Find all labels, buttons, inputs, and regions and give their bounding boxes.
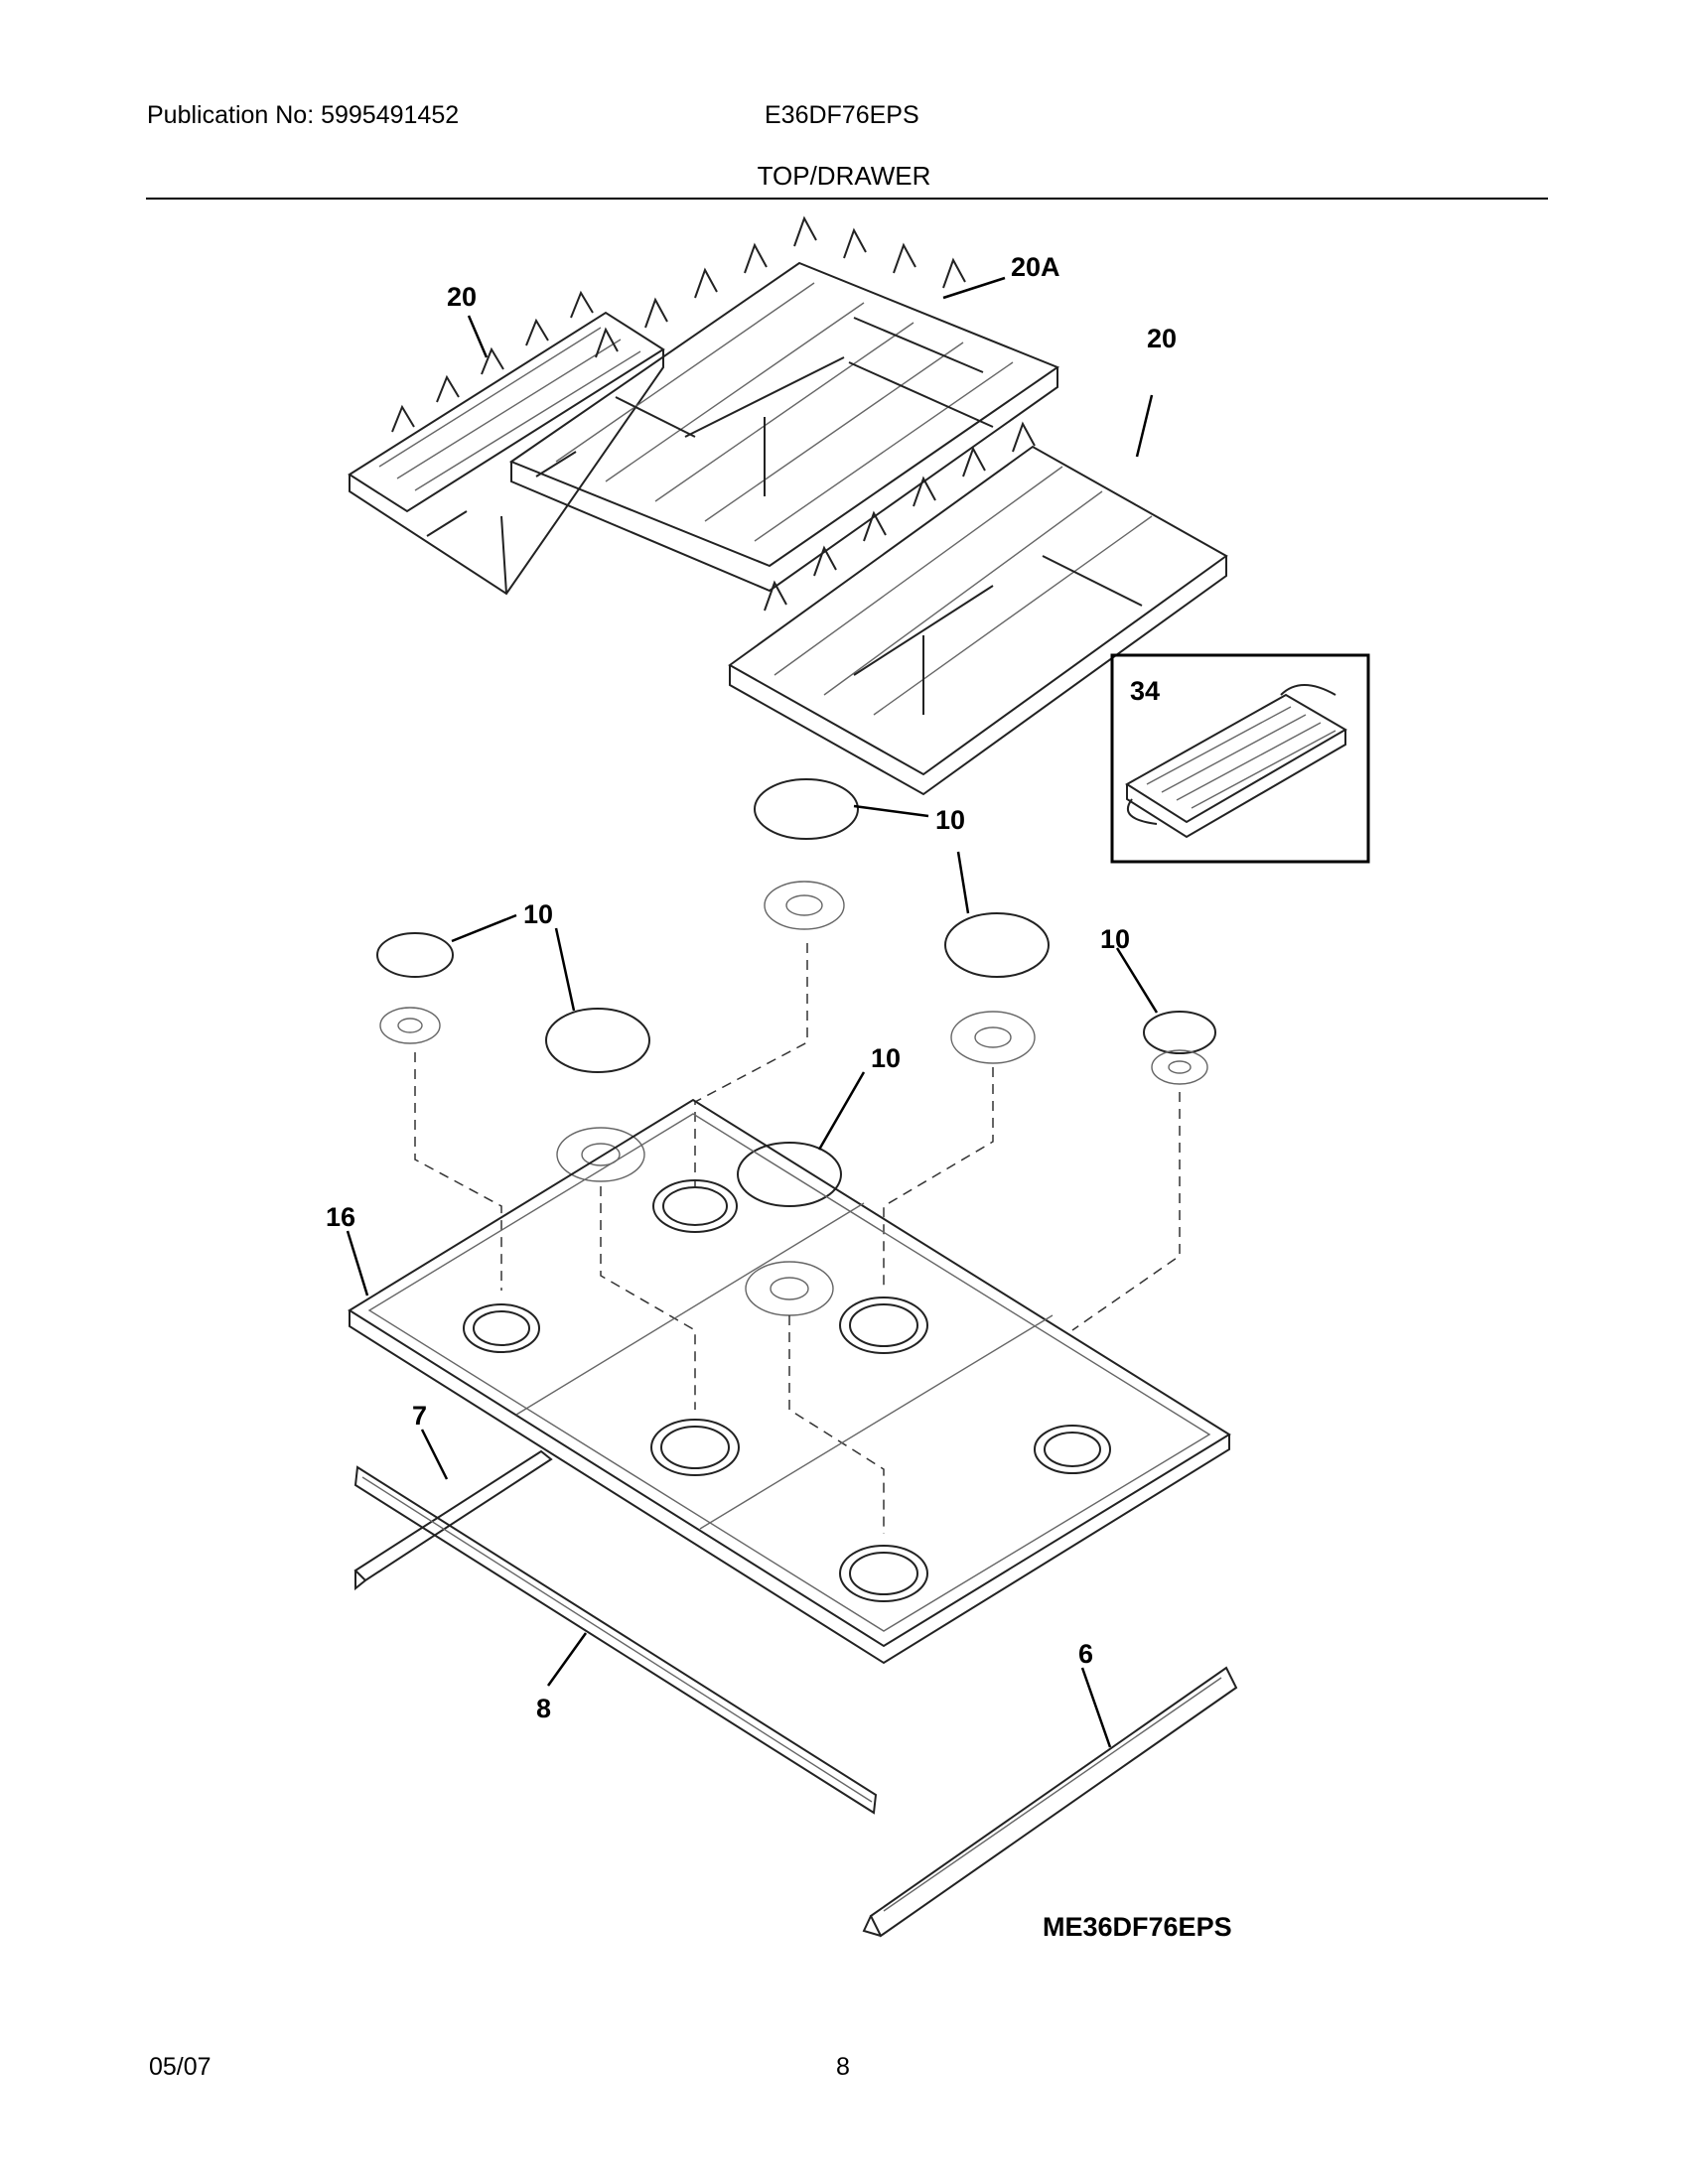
leader-lines	[346, 276, 1159, 1748]
burner-heads	[379, 881, 1208, 1316]
right-side-rail	[862, 1666, 1238, 1938]
callout-labels: 20 20A 20 34 10 10 10 10 16 7 8 6 ME36DF…	[326, 252, 1232, 1942]
callout-cooktop: 16	[326, 1202, 355, 1232]
page-number: 8	[836, 2053, 850, 2081]
callout-cap-d: 10	[871, 1043, 901, 1073]
callout-cap-a: 10	[935, 805, 965, 835]
publication-number: Publication No: 5995491452	[147, 101, 460, 129]
grate-center	[508, 215, 1060, 593]
header-divider	[146, 198, 1548, 200]
grate-right	[728, 421, 1228, 796]
drawing-id: ME36DF76EPS	[1043, 1912, 1232, 1942]
burner-caps	[376, 778, 1216, 1207]
grate-left	[348, 290, 665, 596]
rear-rail	[353, 1449, 553, 1591]
alignment-lines	[414, 943, 1181, 1534]
callout-right-rail: 6	[1078, 1639, 1093, 1669]
front-trim	[353, 1465, 878, 1815]
callout-grate-left: 20	[447, 282, 477, 312]
section-title: TOP/DRAWER	[757, 161, 931, 191]
callout-cap-b: 10	[523, 899, 553, 929]
callout-grate-right: 20	[1147, 324, 1177, 353]
model-number: E36DF76EPS	[765, 101, 919, 129]
cooktop-panel	[348, 1098, 1231, 1665]
griddle-inset	[1110, 653, 1370, 864]
footer-date: 05/07	[149, 2053, 211, 2081]
callout-rear-rail: 7	[412, 1401, 427, 1431]
callout-grate-center: 20A	[1011, 252, 1060, 282]
callout-front-trim: 8	[536, 1694, 551, 1723]
callout-cap-c: 10	[1100, 924, 1130, 954]
callout-griddle: 34	[1130, 676, 1160, 706]
